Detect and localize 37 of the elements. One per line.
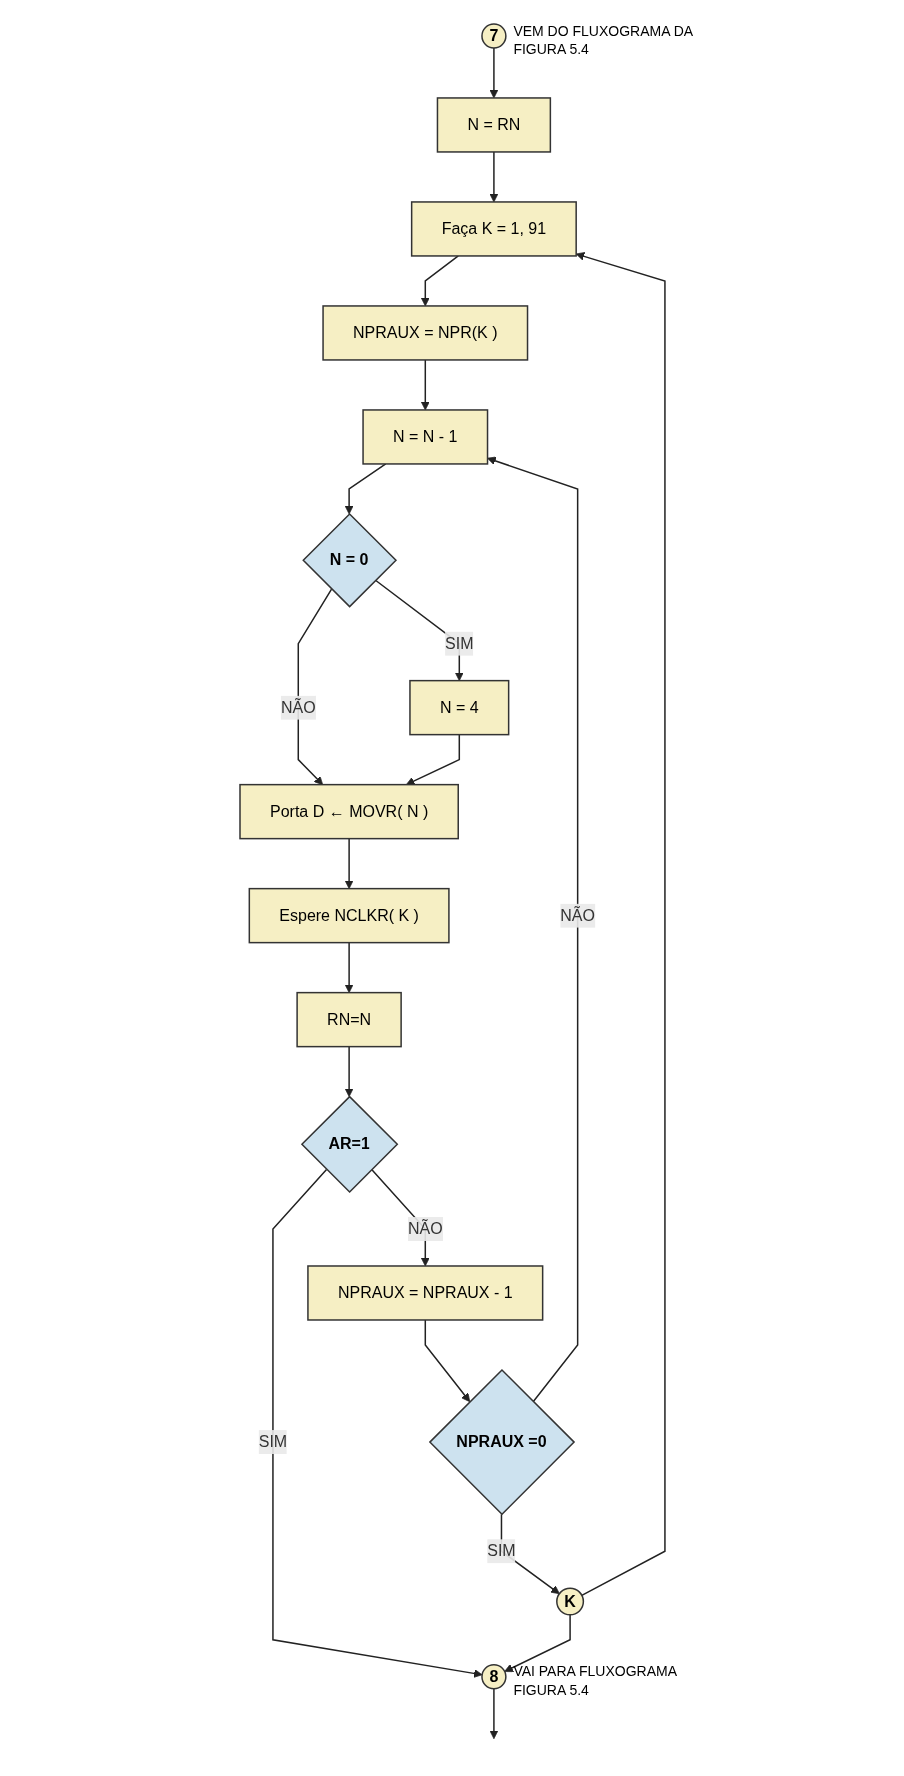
- edge-label: NÃO: [407, 1219, 443, 1237]
- arrow: [405, 733, 460, 785]
- arrow: [297, 587, 332, 785]
- node-box: Espere NCLKR( K ): [248, 887, 450, 943]
- arrow: [424, 1318, 470, 1402]
- edge-label: NÃO: [280, 698, 316, 716]
- edge-label: SIM: [444, 634, 474, 652]
- arrow: [489, 46, 498, 98]
- node-circle: K: [555, 1587, 584, 1616]
- arrow: [344, 1045, 354, 1097]
- node-box: N = RN: [436, 96, 551, 153]
- note-text: VEM DO FLUXOGRAMA DA FIGURA 5.4: [513, 21, 694, 58]
- node-box: N = 4: [408, 679, 509, 735]
- edge-label: SIM: [258, 1432, 287, 1450]
- node-box: RN=N: [295, 991, 402, 1047]
- arrow: [503, 1613, 571, 1672]
- node-circle: 8: [480, 1663, 507, 1690]
- node-diamond: NPRAUX =0: [428, 1368, 575, 1515]
- node-box: NPRAUX = NPR(K ): [321, 304, 528, 361]
- edge-label: NÃO: [559, 906, 595, 924]
- edge-label: SIM: [486, 1541, 516, 1559]
- node-box: NPRAUX = NPRAUX - 1: [306, 1264, 543, 1321]
- arrow: [489, 150, 498, 202]
- arrow: [575, 251, 666, 1596]
- node-diamond: AR=1: [300, 1095, 398, 1193]
- arrow: [489, 1687, 498, 1739]
- node-circle: 7: [480, 22, 507, 49]
- arrow: [344, 462, 386, 514]
- arrow: [344, 941, 354, 993]
- node-box: N = N - 1: [361, 408, 488, 465]
- arrow: [344, 837, 354, 889]
- arrow: [420, 358, 430, 410]
- arrow: [420, 254, 459, 306]
- node-box: Porta D ← MOVR( N ): [238, 783, 459, 839]
- node-diamond: N = 0: [301, 512, 397, 608]
- node-box: Faça K = 1, 91: [410, 200, 577, 257]
- note-text: VAI PARA FLUXOGRAMA FIGURA 5.4: [513, 1662, 678, 1699]
